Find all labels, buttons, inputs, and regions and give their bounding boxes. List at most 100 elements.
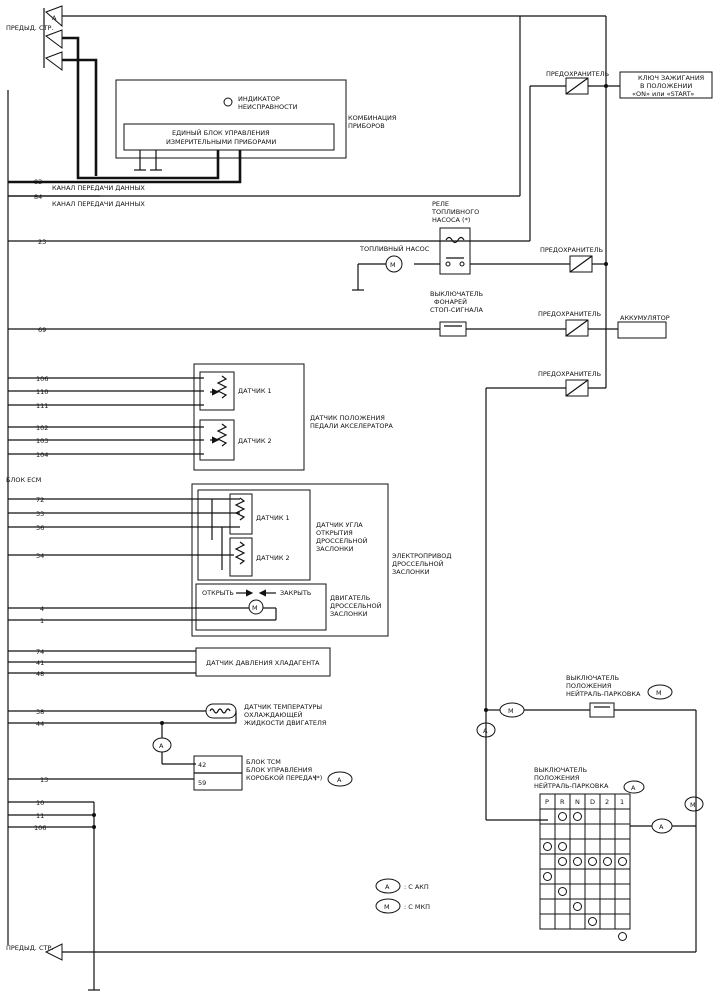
marker-a-tcm bbox=[327, 771, 353, 787]
pin-33: 33 bbox=[36, 510, 44, 518]
fuse-1-label: ПРЕДОХРАНИТЕЛЬ bbox=[546, 70, 609, 78]
pin-74: 74 bbox=[36, 648, 44, 656]
inhibitor-contact-2 bbox=[558, 842, 567, 851]
stop-lamp-label-2: ФОНАРЕЙ bbox=[434, 297, 467, 306]
pin-4: 4 bbox=[40, 605, 44, 613]
ignition-label-1: КЛЮЧ ЗАЖИГАНИЯ bbox=[638, 74, 704, 82]
pin-106b: 106 bbox=[34, 824, 46, 832]
inhibitor-contact-8 bbox=[543, 842, 552, 851]
battery bbox=[617, 321, 667, 339]
at-switch-label-1: ВЫКЛЮЧАТЕЛЬ bbox=[534, 766, 587, 774]
legend-a-label: : С АКП bbox=[404, 883, 429, 891]
pin-44: 44 bbox=[36, 720, 44, 728]
fuse-2-label: ПРЕДОХРАНИТЕЛЬ bbox=[540, 246, 603, 254]
pin-84: 84 bbox=[34, 193, 42, 201]
tps-box bbox=[197, 489, 311, 581]
at-switch-label-3: НЕЙТРАЛЬ-ПАРКОВКА bbox=[534, 781, 609, 790]
throttle-motor-label-3: ЗАСЛОНКИ bbox=[330, 610, 368, 618]
pin-103: 103 bbox=[36, 437, 48, 445]
app-sensor-1-label: ДАТЧИК 1 bbox=[238, 387, 272, 395]
data-line-83-label: КАНАЛ ПЕРЕДАЧИ ДАННЫХ bbox=[52, 184, 145, 192]
pin-1: 1 bbox=[40, 617, 44, 625]
tcm-paren: (*) bbox=[314, 774, 322, 782]
tps-sensor-2 bbox=[229, 537, 253, 577]
meter-unit-label-2: ИЗМЕРИТЕЛЬНЫМИ ПРИБОРАМИ bbox=[166, 138, 276, 146]
fuse-4-label: ПРЕДОХРАНИТЕЛЬ bbox=[538, 370, 601, 378]
throttle-actuator-label-1: ЭЛЕКТРОПРИВОД bbox=[392, 552, 451, 560]
malfunction-lamp-label-2: НЕИСПРАВНОСТИ bbox=[238, 103, 298, 111]
pin-72: 72 bbox=[36, 496, 44, 504]
marker-m-mt-switch-text: M bbox=[656, 689, 662, 697]
throttle-motor-label-2: ДРОССЕЛЬНОЙ bbox=[330, 601, 382, 610]
tps-sensor-2-label: ДАТЧИК 2 bbox=[256, 554, 290, 562]
inhibitor-position-5: 1 bbox=[620, 798, 624, 806]
fuel-pump-relay-label-3: НАСОСА (*) bbox=[432, 216, 470, 224]
pin-102: 102 bbox=[36, 424, 48, 432]
marker-a-tcm-text: A bbox=[337, 776, 342, 784]
data-line-84-label: КАНАЛ ПЕРЕДАЧИ ДАННЫХ bbox=[52, 200, 145, 208]
throttle-actuator-label-2: ДРОССЕЛЬНОЙ bbox=[392, 559, 444, 568]
fuel-pump-label: ТОПЛИВНЫЙ НАСОС bbox=[359, 244, 430, 253]
pin-38: 38 bbox=[36, 708, 44, 716]
throttle-motor-icon bbox=[248, 599, 264, 615]
coolant-sensor-label-1: ДАТЧИК ТЕМПЕРАТУРЫ bbox=[244, 703, 322, 711]
mt-neutral-switch bbox=[589, 702, 615, 718]
inhibitor-position-3: D bbox=[590, 798, 595, 806]
marker-m-right-2-text: M bbox=[690, 801, 696, 809]
app-sensor-2-label: ДАТЧИК 2 bbox=[238, 437, 272, 445]
ecm-label: БЛОК ECM bbox=[6, 476, 41, 484]
open-label: ОТКРЫТЬ bbox=[202, 589, 234, 597]
marker-a-at-switch-text: A bbox=[631, 784, 636, 792]
tps-sensor-1-label: ДАТЧИК 1 bbox=[256, 514, 290, 522]
inhibitor-contact-6 bbox=[603, 857, 612, 866]
pin-41: 41 bbox=[36, 659, 44, 667]
tps-label-3: ДРОССЕЛЬНОЙ bbox=[316, 536, 368, 545]
mt-switch-label-3: НЕЙТРАЛЬ-ПАРКОВКА bbox=[566, 689, 641, 698]
svg-text:M: M bbox=[390, 261, 396, 269]
marker-a-at-switch bbox=[623, 780, 645, 794]
pin-69: 69 bbox=[38, 326, 46, 334]
combination-meter-label-1: КОМБИНАЦИЯ bbox=[348, 114, 396, 122]
inhibitor-position-1: R bbox=[560, 798, 565, 806]
prev-page-bottom-label: ПРЕДЫД. СТР. bbox=[6, 944, 53, 952]
marker-a-at-out-text: A bbox=[659, 823, 664, 831]
coolant-sensor-label-3: ЖИДКОСТИ ДВИГАТЕЛЯ bbox=[244, 719, 326, 727]
refrigerant-sensor-label: ДАТЧИК ДАВЛЕНИЯ ХЛАДАГЕНТА bbox=[206, 659, 320, 667]
inhibitor-contact-1 bbox=[573, 812, 582, 821]
coolant-sensor-label-2: ОХЛАЖДАЮЩЕЙ bbox=[244, 710, 303, 719]
fuse-3 bbox=[565, 319, 589, 337]
app-sensor-label-2: ПЕДАЛИ АКСЕЛЕРАТОРА bbox=[310, 422, 393, 430]
marker-a-right bbox=[476, 722, 496, 738]
inhibitor-contact-4 bbox=[573, 857, 582, 866]
connector-a-glyph: A bbox=[52, 14, 57, 22]
pin-13: 13 bbox=[40, 776, 48, 784]
marker-m-mt-switch bbox=[647, 684, 673, 700]
ignition-label-3: «ON» или «START» bbox=[632, 90, 694, 98]
pin-104: 104 bbox=[36, 451, 48, 459]
marker-a-coolant-text: A bbox=[159, 742, 164, 750]
pin-23: 23 bbox=[38, 238, 46, 246]
inhibitor-contact-3 bbox=[558, 857, 567, 866]
app-sensor-1 bbox=[199, 371, 235, 411]
inhibitor-contact-11 bbox=[573, 902, 582, 911]
at-switch-label-2: ПОЛОЖЕНИЯ bbox=[534, 774, 579, 782]
pin-110: 110 bbox=[36, 388, 48, 396]
tps-sensor-1 bbox=[229, 493, 253, 535]
inhibitor-position-2: N bbox=[575, 798, 580, 806]
pin-11: 11 bbox=[36, 812, 44, 820]
marker-m-right-2 bbox=[684, 796, 704, 812]
marker-a-right-text: A bbox=[483, 727, 488, 735]
inhibitor-contact-9 bbox=[543, 872, 552, 881]
inhibitor-contact-5 bbox=[588, 857, 597, 866]
tps-label-1: ДАТЧИК УГЛА bbox=[316, 521, 363, 529]
app-sensor-label-1: ДАТЧИК ПОЛОЖЕНИЯ bbox=[310, 414, 385, 422]
stop-lamp-switch bbox=[439, 321, 467, 337]
malfunction-lamp-label-1: ИНДИКАТОР bbox=[238, 95, 280, 103]
mt-switch-label-1: ВЫКЛЮЧАТЕЛЬ bbox=[566, 674, 619, 682]
connector-prev-page-top: ПРЕДЫД. СТР. A bbox=[6, 5, 63, 71]
pin-83: 83 bbox=[34, 178, 42, 186]
tps-label-2: ОТКРЫТИЯ bbox=[316, 529, 353, 537]
ignition-switch-box bbox=[619, 71, 713, 99]
